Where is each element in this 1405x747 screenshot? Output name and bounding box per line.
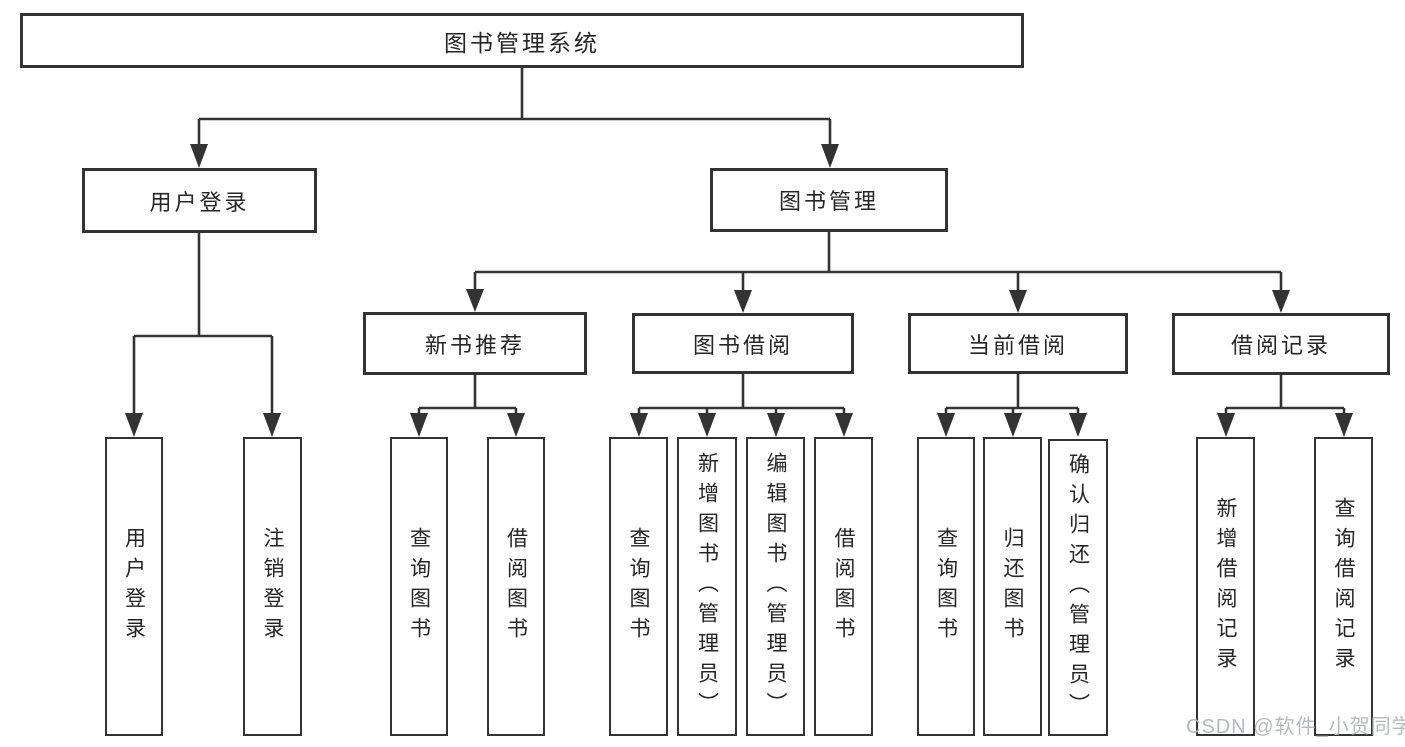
leaf-query-books-borrow: 查询图书 [609,437,668,736]
node-root-system: 图书管理系统 [20,13,1024,68]
leaf-query-books-recommend: 查询图书 [390,437,448,736]
arrowhead-icon [821,144,839,168]
leaf-user-login: 用户登录 [105,437,163,736]
arrowhead-icon [630,413,648,437]
arrowhead-icon [507,413,525,437]
arrowhead-icon [1272,290,1290,313]
node-current-borrow: 当前借阅 [908,313,1128,374]
node-user-login: 用户登录 [82,168,317,233]
connector-root-to-level2 [190,68,839,168]
watermark: CSDN @软件_小贺同学 [1186,716,1405,738]
arrowhead-icon [1217,413,1235,437]
leaf-query-borrow-record: 查询借阅记录 [1314,437,1373,736]
leaf-borrow-books-recommend: 借阅图书 [487,437,545,736]
arrowhead-icon [734,290,752,313]
arrowhead-icon [410,413,428,437]
arrowhead-icon [1009,290,1027,313]
connector-bookmgmt-to-level3 [466,232,1290,313]
arrowhead-icon [1335,413,1353,437]
leaf-borrow-books-borrow: 借阅图书 [814,437,873,736]
leaf-add-book-admin: 新增图书（管理员） [677,437,737,736]
arrowhead-icon [1069,413,1087,437]
arrowhead-icon [466,289,484,312]
connector-bookborrow-to-leaves [630,374,853,437]
node-new-book-recommend: 新书推荐 [363,312,587,375]
arrowhead-icon [937,413,955,437]
leaf-edit-book-admin: 编辑图书（管理员） [746,437,805,736]
leaf-logout: 注销登录 [243,437,302,736]
arrowhead-icon [125,413,143,437]
leaf-return-book: 归还图书 [983,437,1042,736]
leaf-confirm-return-admin: 确认归还（管理员） [1048,439,1108,736]
connector-records-to-leaves [1217,375,1353,437]
connector-userlogin-to-leaves [125,233,281,437]
arrowhead-icon [835,413,853,437]
arrowhead-icon [190,144,208,168]
leaf-query-books-current: 查询图书 [917,437,975,736]
arrowhead-icon [767,413,785,437]
arrowhead-icon [263,413,281,437]
arrowhead-icon [698,413,716,437]
connector-currentborrow-to-leaves [937,374,1087,437]
node-borrow-records: 借阅记录 [1172,313,1390,375]
leaf-add-borrow-record: 新增借阅记录 [1196,437,1255,736]
arrowhead-icon [1004,413,1022,437]
connector-recommend-to-leaves [410,375,525,437]
node-book-management: 图书管理 [710,168,948,232]
node-book-borrow: 图书借阅 [632,313,854,374]
